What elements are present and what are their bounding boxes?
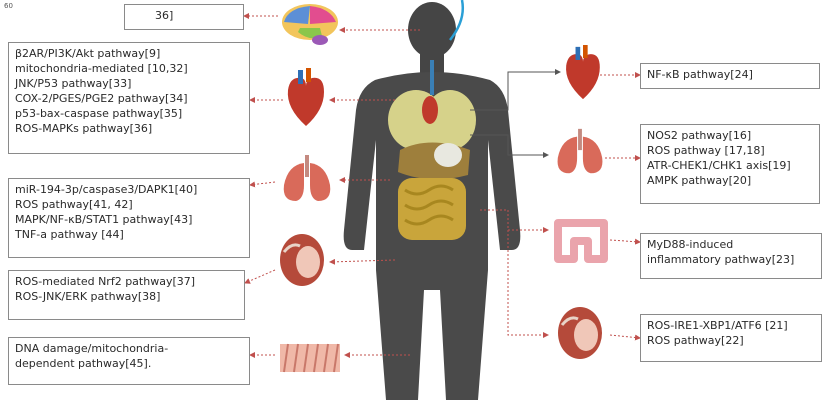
- pathway-line: inflammatory pathway[23]: [647, 252, 815, 267]
- heart-pathway-box-left: β2AR/PI3K/Akt pathway[9] mitochondria-me…: [8, 42, 250, 154]
- pathway-line: MAPK/NF-κB/STAT1 pathway[43]: [15, 212, 243, 227]
- pathway-line: JNK/P53 pathway[33]: [15, 76, 243, 91]
- lungs-icon-left: [278, 155, 336, 205]
- pathway-line: COX-2/PGES/PGE2 pathway[34]: [15, 91, 243, 106]
- pathway-line: ATR-CHEK1/CHK1 axis[19]: [647, 158, 813, 173]
- lung-pathway-box-left: miR-194-3p/caspase3/DAPK1[40] ROS pathwa…: [8, 178, 250, 258]
- pathway-line: NOS2 pathway[16]: [647, 128, 813, 143]
- pathway-line: ROS pathway [17,18]: [647, 143, 813, 158]
- pathway-line: ROS pathway[41, 42]: [15, 197, 243, 212]
- pathway-line: dependent pathway[45].: [15, 356, 243, 371]
- pathway-line: TNF-a pathway [44]: [15, 227, 243, 242]
- pathway-line: DNA damage/mitochondria-: [15, 341, 243, 356]
- muscle-icon: [278, 340, 342, 376]
- muscle-pathway-box: DNA damage/mitochondria- dependent pathw…: [8, 337, 250, 385]
- kidney-pathway-box-left: ROS-mediated Nrf2 pathway[37] ROS-JNK/ER…: [8, 270, 245, 320]
- pathway-line: ROS-MAPKs pathway[36]: [15, 121, 243, 136]
- heart-icon-right: [562, 45, 604, 101]
- pathway-line: ROS pathway[22]: [647, 333, 815, 348]
- intestine-pathway-box: MyD88-induced inflammatory pathway[23]: [640, 233, 822, 279]
- pathway-line: miR-194-3p/caspase3/DAPK1[40]: [15, 182, 243, 197]
- pathway-line: p53-bax-caspase pathway[35]: [15, 106, 243, 121]
- heart-icon-left: [284, 68, 328, 128]
- kidney-pathway-box-right: ROS-IRE1-XBP1/ATF6 [21] ROS pathway[22]: [640, 314, 822, 362]
- pathway-line: NF-κB pathway[24]: [647, 67, 813, 82]
- human-body-silhouette: [344, 2, 521, 400]
- heart-pathway-box-right: NF-κB pathway[24]: [640, 63, 820, 89]
- pathway-line: AMPK pathway[20]: [647, 173, 813, 188]
- pathway-line: ROS-IRE1-XBP1/ATF6 [21]: [647, 318, 815, 333]
- pathway-line: MyD88-induced: [647, 237, 815, 252]
- intestine-icon: [552, 215, 610, 267]
- pathway-line: ROS-mediated Nrf2 pathway[37]: [15, 274, 238, 289]
- pathway-line: ROS-JNK/ERK pathway[38]: [15, 289, 238, 304]
- kidney-icon-right: [556, 305, 604, 361]
- brain-icon: [280, 2, 340, 46]
- pathway-line: β2AR/PI3K/Akt pathway[9]: [15, 46, 243, 61]
- lungs-icon-right: [552, 128, 608, 178]
- kidney-icon-left: [278, 232, 326, 288]
- pathway-line: 36]: [131, 8, 237, 23]
- brain-pathway-box: 36]: [124, 4, 244, 30]
- pathway-line: mitochondria-mediated [10,32]: [15, 61, 243, 76]
- lung-pathway-box-right: NOS2 pathway[16] ROS pathway [17,18] ATR…: [640, 124, 820, 204]
